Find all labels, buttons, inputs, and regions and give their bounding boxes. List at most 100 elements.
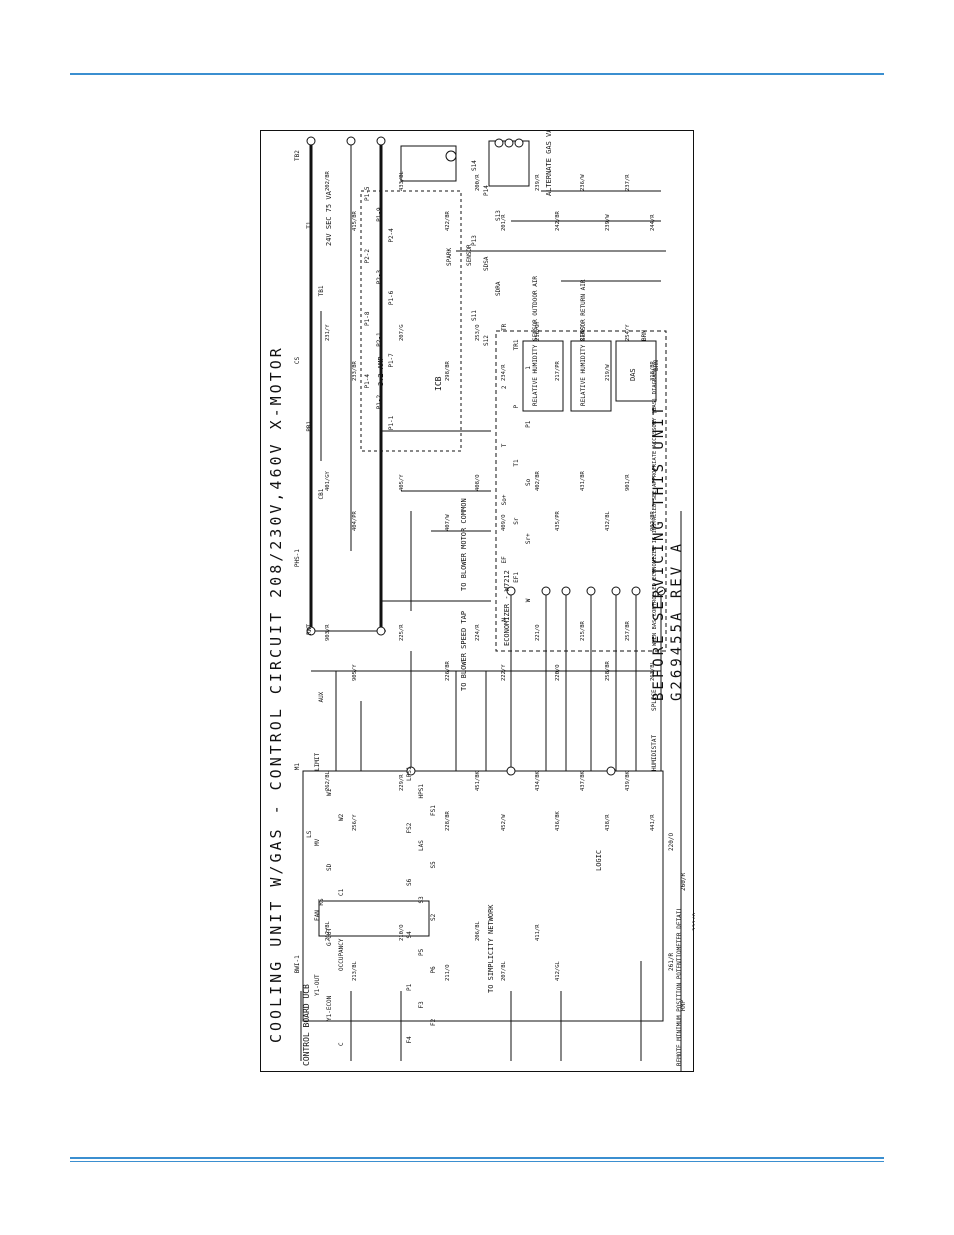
economizer_pins-label: EF1 <box>513 572 520 583</box>
wire-label: 212/BL <box>325 920 331 941</box>
sensor_ports-label: S13 <box>495 210 502 221</box>
terminals_top-label: AUX <box>318 691 325 702</box>
wire-label: 244/R <box>650 214 656 231</box>
wire-label: 903/R <box>325 624 331 641</box>
wire-label: 439/BK <box>625 770 631 791</box>
board_inputs-label: S2 <box>430 913 437 921</box>
terminals_top-label: T1 <box>306 221 313 229</box>
wire-label: 415/BR <box>352 210 358 231</box>
wire-label: 253/O <box>475 324 481 341</box>
wire-label: 201/R <box>501 214 507 231</box>
wire-label: 257/BR <box>625 620 631 641</box>
board_inputs-label: S3 <box>418 896 425 904</box>
wire-label: 234/R <box>501 364 507 381</box>
board_outputs-label: G-OUT <box>326 928 333 946</box>
blower-common-label: TO BLOWER MOTOR COMMON <box>460 498 468 591</box>
wire-label: 905/Y <box>352 664 358 681</box>
blower-speed-label: TO BLOWER SPEED TAP <box>460 611 468 691</box>
splice-label: SPLICE <box>651 689 658 711</box>
icb_pins-label: P2-2 <box>364 249 371 264</box>
wire-label: 409/O <box>501 514 507 531</box>
icb_pins-label: P1-5 <box>364 186 371 201</box>
footer-rule-thin <box>70 1161 884 1162</box>
icb_pins-label: P2-1 <box>376 332 383 347</box>
wire-label: 411/R <box>535 924 541 941</box>
terminals_top-label: M1 <box>294 763 301 771</box>
wire-label: 242/BR <box>555 210 561 231</box>
wire-label: 218/Y <box>580 324 586 341</box>
icb_pins-label: P1-8 <box>364 311 371 326</box>
board_outputs-label: Y1-ECON <box>326 995 333 1021</box>
board_inputs-label: S4 <box>406 931 413 939</box>
board_inputs-label: HPS1 <box>418 784 425 799</box>
terminals_top-label: BWI-1 <box>294 955 301 973</box>
economizer_pins-label: 2 <box>501 385 508 389</box>
wire-label: 237/R <box>625 174 631 191</box>
wire-label: 422/BR <box>445 210 451 231</box>
icb_pins-label: P1-4 <box>364 374 371 389</box>
board_inputs-label: P1 <box>406 983 413 991</box>
wire-label: 902/BR <box>650 510 656 531</box>
wire-label: 256/Y <box>352 814 358 831</box>
wire-label: 452/W <box>501 814 507 831</box>
potentiometer_wires-label: 221/O <box>692 913 695 931</box>
wire-label: 222/Y <box>501 664 507 681</box>
board_inputs-label: F2 <box>430 1018 437 1026</box>
board_outputs-label: W1 <box>326 788 333 796</box>
board_outputs-label: W2 <box>338 813 345 821</box>
wire-label: 441/R <box>650 814 656 831</box>
wiring-diagram-frame: COOLING UNIT W/GAS - CONTROL CIRCUIT 208… <box>260 130 695 1072</box>
wire-label: 206/BL <box>475 920 481 941</box>
wire-label: 211/O <box>445 964 451 981</box>
board_inputs-label: FS2 <box>406 822 413 833</box>
wire-label: 408/O <box>475 474 481 491</box>
wiring-schematic: COOLING UNIT W/GAS - CONTROL CIRCUIT 208… <box>267 131 695 1071</box>
board_inputs-label: F3 <box>418 1001 425 1009</box>
economizer_pins-label: P1 <box>525 420 532 428</box>
control-board-label: CONTROL BOARD UCB <box>302 984 311 1066</box>
das-label: DAS <box>629 368 637 381</box>
board_inputs-label: LAS <box>418 840 425 851</box>
header-rule <box>70 73 884 75</box>
wire-label: 224/R <box>475 624 481 641</box>
board_inputs-label: LPS1 <box>406 766 413 781</box>
rh-outdoor-label: RELATIVE HUMIDITY SENSOR OUTDOOR AIR <box>532 276 539 406</box>
wire-label: 263/BL <box>650 660 656 681</box>
terminals_top-label: CS <box>294 356 301 364</box>
wire-label: 202/BR <box>325 170 331 191</box>
icb_pins-label: P2-3 <box>376 269 383 284</box>
icb-label: ICB <box>434 376 443 391</box>
wire-label: 438/R <box>605 814 611 831</box>
wire-labels: TB2T1TB1CSPR1CB1PHS-1RWTAUXM1LSRSBWI-1LI… <box>294 150 695 1046</box>
rh-return-label: RELATIVE HUMIDITY SENSOR RETURN AIR <box>580 279 587 406</box>
icb_pins-label: P1-6 <box>388 290 395 305</box>
board_outputs-label: C1 <box>338 888 345 896</box>
circuit-breaker-rating: 3.2 AMP <box>377 356 385 386</box>
terminals_top-label: PR1 <box>306 421 313 432</box>
wire-label: 437/BK <box>580 770 586 791</box>
color_codes-label: BRN <box>653 360 660 371</box>
board_inputs-label: P6 <box>430 966 437 974</box>
wire-label: 221/O <box>535 624 541 641</box>
economizer_pins-label: W <box>525 598 532 602</box>
wire-label: 298/BR <box>445 360 451 381</box>
terminals_top-label: TB1 <box>318 285 325 296</box>
board_inputs-label: F4 <box>406 1036 413 1044</box>
wire-label: 451/BK <box>475 770 481 791</box>
potentiometer_wires-label: 220/O <box>668 833 675 851</box>
economizer_pins-label: Sr+ <box>525 533 532 544</box>
board_inputs-label: S6 <box>406 878 413 886</box>
wire-label: 213/BL <box>352 960 358 981</box>
board_outputs-label: LIMIT <box>314 753 321 771</box>
economizer_pins-label: T <box>501 443 508 447</box>
economizer_pins-label: TR1 <box>513 339 520 350</box>
wire-label: 407/W <box>445 514 451 531</box>
spark-label: SPARK <box>446 248 453 266</box>
sensor_ports-label: P14 <box>483 185 490 196</box>
sensor_ports-label: S12 <box>483 335 490 346</box>
color_codes-label: BRN <box>641 330 648 341</box>
transformer-rating: 24V SEC 75 VA <box>325 190 333 246</box>
wire-label: 225/R <box>399 624 405 641</box>
humidistat-label: HUMIDISTAT <box>651 734 658 771</box>
potentiometer_wires-label: 260/R <box>680 873 687 891</box>
